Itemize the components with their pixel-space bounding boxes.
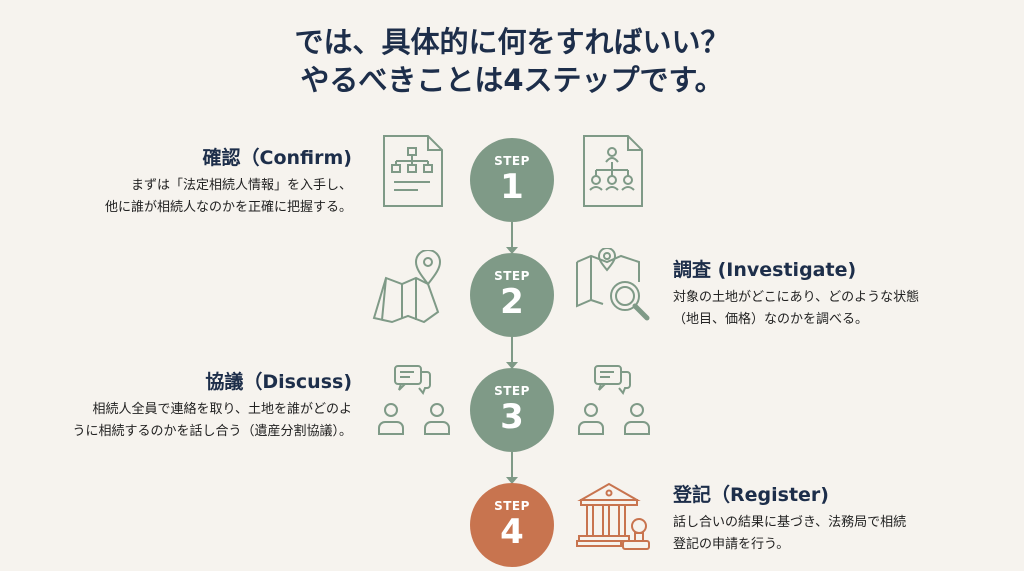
step-4-desc-line1: 話し合いの結果に基づき、法務局で相続 (673, 515, 907, 530)
step-2-desc-line1: 対象の土地がどこにあり、どのような状態 (673, 290, 920, 305)
discussion-icon (578, 365, 650, 435)
step-number: 3 (500, 397, 524, 437)
org-chart-document-icon (383, 135, 443, 207)
discussion-icon (378, 365, 450, 435)
step-label: STEP (494, 499, 530, 513)
step-4-title: 登記（Register) (673, 484, 829, 506)
step-1-desc-line2: 他に誰が相続人なのかを正確に把握する。 (104, 200, 352, 215)
step-4-desc-line2: 登記の申請を行う。 (673, 537, 790, 552)
step-1-text: 確認（Confirm) まずは「法定相続人情報」を入手し、他に誰が相続人なのかを… (22, 145, 352, 219)
family-tree-document-icon (583, 135, 643, 207)
step-3-title: 協議（Discuss) (205, 371, 352, 393)
step-1-title: 確認（Confirm) (202, 147, 352, 169)
map-search-icon (576, 248, 650, 321)
courthouse-stamp-icon (576, 482, 650, 550)
step-3-desc-line2: うに相続するのかを話し合う（遺産分割協議）。 (72, 424, 352, 439)
arrow-2-3 (506, 337, 518, 369)
step-3-text: 協議（Discuss) 相続人全員で連絡を取り、土地を誰がどのように相続するのか… (0, 369, 352, 443)
page-title-line2: やるべきことは4ステップです。 (300, 63, 724, 97)
step-number: 1 (500, 167, 524, 207)
step-2-desc-line2: （地目、価格）なのかを調べる。 (673, 312, 869, 327)
step-2-title: 調査 (Investigate) (673, 259, 857, 281)
arrow-3-4 (506, 452, 518, 484)
step-1-desc-line1: まずは「法定相続人情報」を入手し、 (130, 178, 352, 193)
map-pin-icon (372, 250, 442, 324)
step-label: STEP (494, 269, 530, 283)
step-label: STEP (494, 154, 530, 168)
step-number: 2 (500, 282, 524, 322)
step-2-text: 調査 (Investigate) 対象の土地がどこにあり、どのような状態 （地目、… (673, 257, 1003, 331)
page-title-line1: では、具体的に何をすればいい？ (294, 25, 730, 59)
step-3-desc-line1: 相続人全員で連絡を取り、土地を誰がどのよ (92, 402, 352, 417)
step-label: STEP (494, 384, 530, 398)
arrow-1-2 (506, 222, 518, 254)
step-4-text: 登記（Register) 話し合いの結果に基づき、法務局で相続登記の申請を行う。 (673, 482, 1003, 556)
step-number: 4 (500, 512, 524, 552)
